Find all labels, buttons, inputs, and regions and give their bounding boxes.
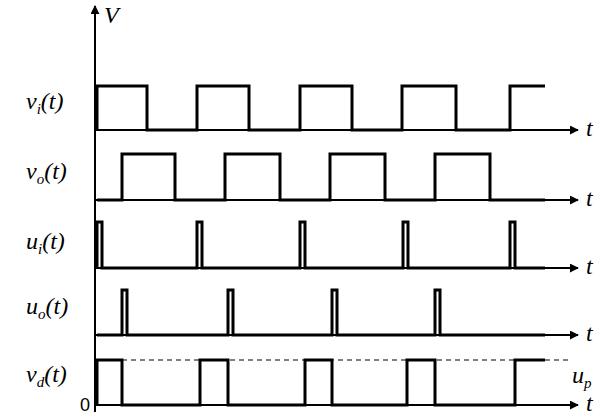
output-square-wave [97,154,545,200]
input-edge-pulses [97,222,545,268]
origin-label: 0 [80,396,90,416]
label-text: u [572,362,584,388]
subscript: o [37,171,45,187]
label-text: t [586,253,593,279]
label-text: v [26,361,37,387]
axis-label: t [586,390,593,416]
phase-detector-output [97,360,545,405]
label-text: t [586,115,593,141]
signal-name: uo(t) [26,293,68,323]
label-text: t [586,185,593,211]
subscript: d [37,374,45,390]
signal-name: vo(t) [26,158,67,188]
subscript: i [38,241,42,257]
axis-label: t [586,320,593,346]
output-edge-pulses [97,290,545,335]
label-text: v [26,88,37,114]
label-text: v [26,158,37,184]
label-text: 0 [80,395,90,415]
label-text: u [26,293,38,319]
level-label: up [572,362,592,392]
voltage-axis [94,6,96,412]
label-text: V [104,2,119,28]
axis-label: V [104,2,119,28]
axis-label: t [586,253,593,279]
axis-label: t [586,115,593,141]
input-square-wave [97,86,545,130]
label-text: t [586,320,593,346]
label-text: (t) [41,88,64,114]
signal-name: vi(t) [26,88,63,118]
subscript: i [37,101,41,117]
subscript: p [584,375,592,391]
label-text: u [26,228,38,254]
label-text: t [586,390,593,416]
label-text: (t) [44,361,67,387]
label-text: (t) [46,293,69,319]
axis-label: t [586,185,593,211]
subscript: o [38,306,46,322]
label-text: (t) [44,158,67,184]
signal-name: vd(t) [26,361,67,391]
signal-name: ui(t) [26,228,65,258]
label-text: (t) [42,228,65,254]
